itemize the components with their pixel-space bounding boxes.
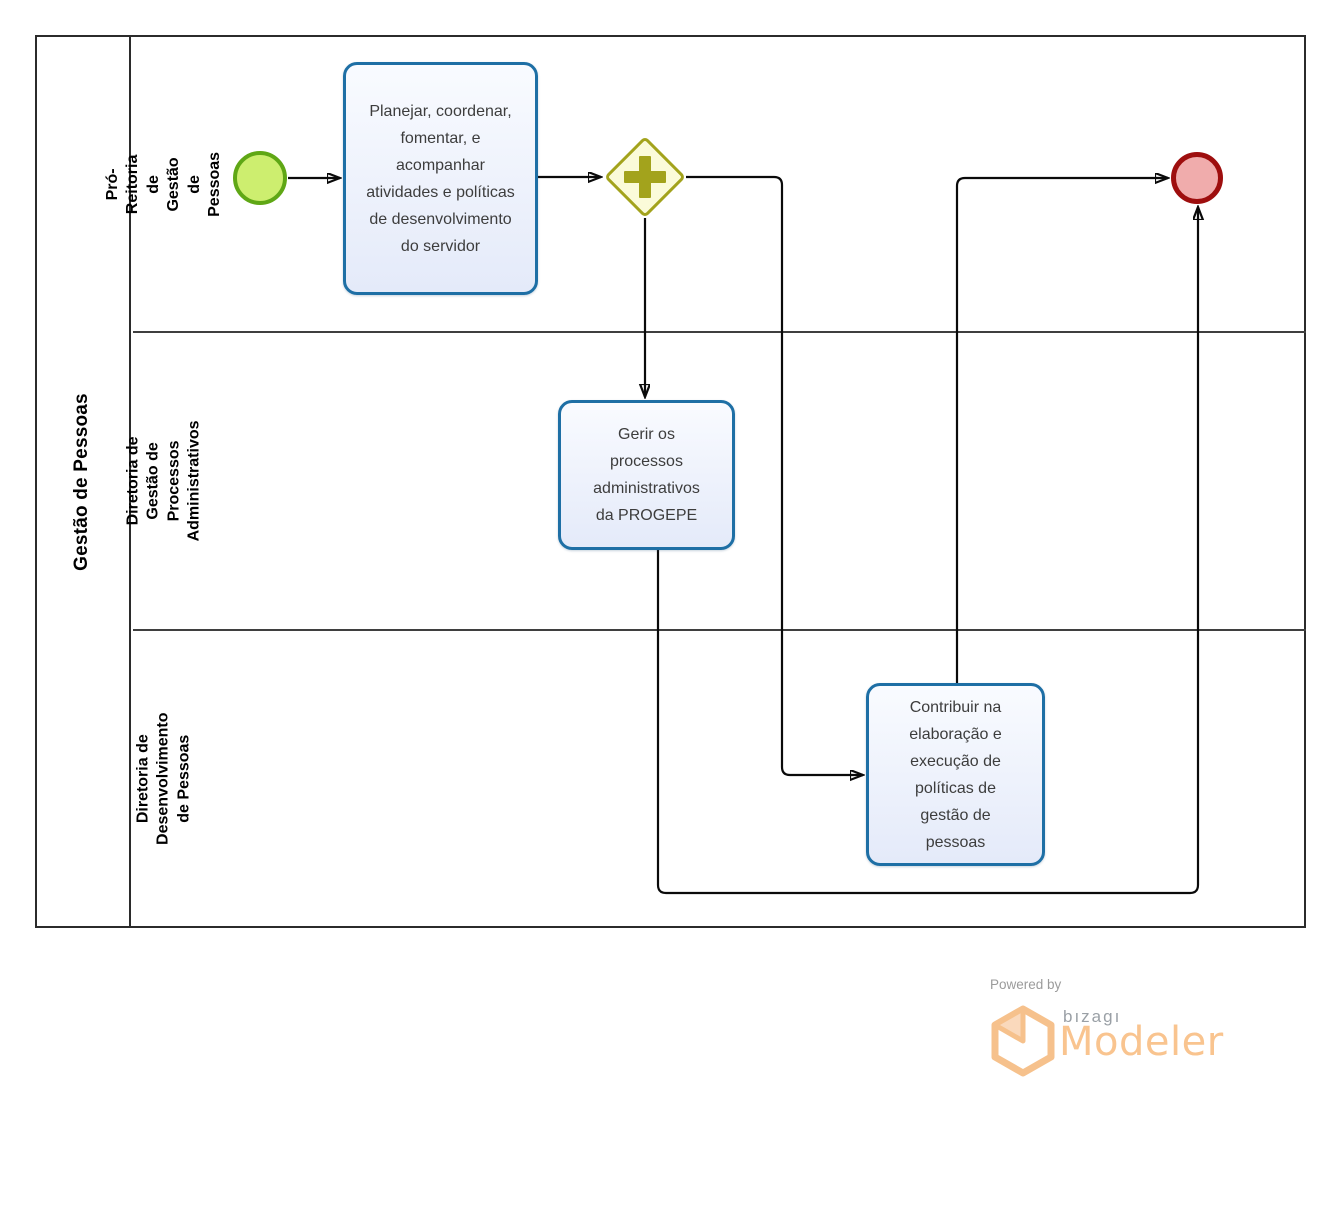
end-event[interactable] (1171, 152, 1223, 204)
task-planejar-label: Planejar, coordenar, fomentar, e acompan… (366, 102, 515, 255)
plus-icon (639, 156, 651, 198)
task-gerir-label: Gerir os processos administrativos da PR… (593, 426, 700, 524)
pool-header: Gestão de Pessoas (35, 35, 131, 928)
modeler-wordmark: Modeler (1059, 1019, 1224, 1065)
lane-label-gestao-processos: Diretoria de Gestão de Processos Adminis… (124, 420, 203, 542)
task-gerir[interactable]: Gerir os processos administrativos da PR… (558, 400, 735, 550)
lane-pro-reitoria: Pró-Reitoria de Gestão de Pessoas (104, 37, 223, 331)
task-contribuir-label: Contribuir na elaboração e execução de p… (909, 698, 1002, 851)
start-event[interactable] (233, 151, 287, 205)
lane-gestao-processos: Diretoria de Gestão de Processos Adminis… (124, 333, 202, 629)
task-planejar[interactable]: Planejar, coordenar, fomentar, e acompan… (343, 62, 538, 295)
parallel-gateway[interactable] (603, 135, 687, 219)
lane-desenvolvimento: Diretoria de Desenvolvimento de Pessoas (134, 631, 194, 926)
lane-separator-1 (133, 331, 1306, 333)
pool-gestao-de-pessoas (35, 35, 1306, 928)
task-contribuir[interactable]: Contribuir na elaboração e execução de p… (866, 683, 1045, 866)
bizagi-hexagon-icon (991, 1005, 1055, 1077)
bizagi-wordmark: bızagı (1063, 1007, 1122, 1026)
lane-separator-2 (133, 629, 1306, 631)
pool-title: Gestão de Pessoas (71, 392, 93, 571)
lane-label-desenvolvimento: Diretoria de Desenvolvimento de Pessoas (134, 712, 193, 845)
lane-label-pro-reitoria: Pró-Reitoria de Gestão de Pessoas (103, 151, 223, 217)
powered-by-text: Powered by (990, 977, 1062, 992)
